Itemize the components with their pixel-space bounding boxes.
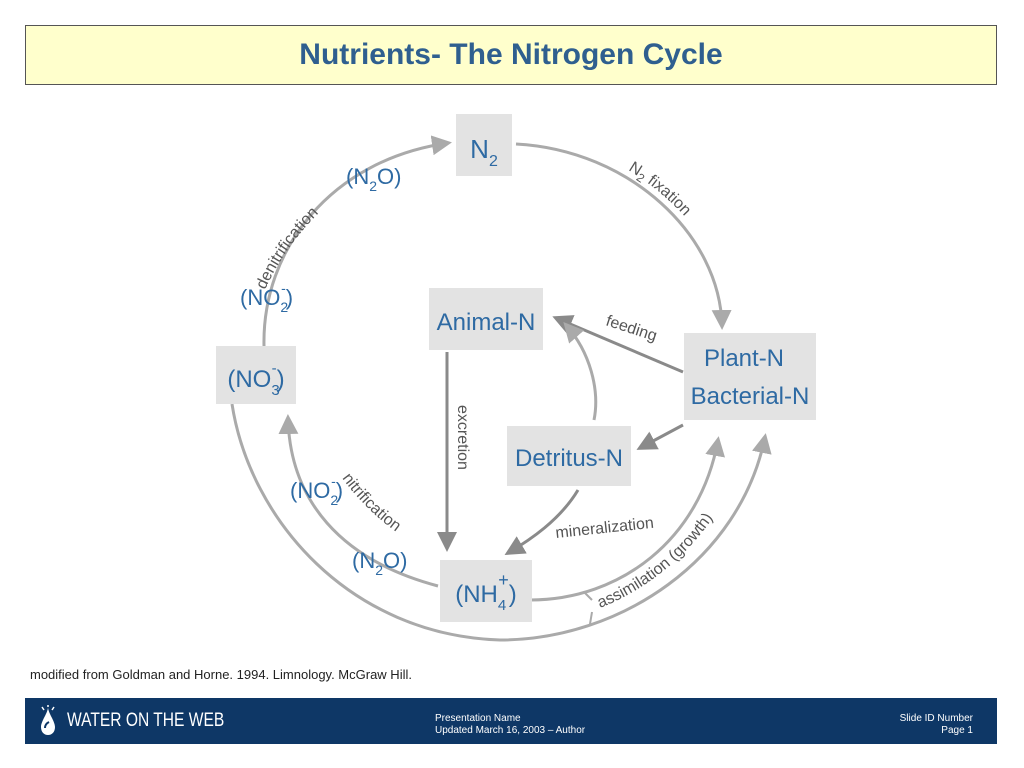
- source-caption: modified from Goldman and Horne. 1994. L…: [30, 667, 412, 682]
- footer-presentation-name: Presentation Name: [435, 713, 521, 724]
- node-animal-box: [429, 288, 543, 350]
- footer-bar: WATER ON THE WEB Presentation Name Updat…: [25, 698, 997, 744]
- label-excretion: excretion: [454, 405, 471, 470]
- arrow-plant-detritus: [636, 423, 684, 450]
- title-bar: Nutrients- The Nitrogen Cycle: [25, 25, 997, 85]
- node-nh4-label: (NH4+): [455, 570, 517, 614]
- footer-brand: WATER ON THE WEB: [67, 710, 225, 731]
- tick-mark: [589, 611, 593, 625]
- label-mineralization: mineralization: [555, 515, 655, 542]
- arrow-mineralization: [504, 489, 580, 556]
- footer-page: Page 1: [941, 725, 973, 736]
- arrow-nitrification: [278, 414, 439, 588]
- node-plant-label-2: Bacterial-N: [691, 383, 810, 410]
- node-detritus-label: Detritus-N: [515, 445, 623, 472]
- page-title: Nutrients- The Nitrogen Cycle: [299, 38, 723, 71]
- arrow-detritus-animal: [563, 322, 598, 421]
- label-nitrification: nitrification: [339, 470, 404, 535]
- node-n2-main: N: [470, 134, 489, 164]
- label-n2-fixation: N2 fixation: [626, 159, 694, 219]
- species-n2o-bottom: (N2O): [352, 548, 407, 578]
- node-n2-box: [456, 114, 512, 176]
- node-n2-label: N2: [470, 134, 498, 170]
- footer-updated: Updated March 16, 2003 – Author: [435, 725, 586, 736]
- node-n2-sub: 2: [489, 153, 498, 170]
- arrow-denitrification: [262, 135, 452, 347]
- node-plant-box: [684, 333, 816, 420]
- footer-slide-id: Slide ID Number: [899, 713, 973, 724]
- node-detritus-box: [507, 426, 631, 486]
- node-plant-label-1: Plant-N: [704, 345, 784, 372]
- water-drop-logo-icon: [41, 705, 55, 735]
- arrow-no3-loop: [230, 403, 772, 642]
- node-no3-box: [216, 346, 296, 404]
- species-no2-bottom: (NO2-): [290, 473, 343, 508]
- label-denitrification: denitrification: [253, 204, 321, 292]
- footer-presentation-info: Presentation Name Updated March 16, 2003…: [435, 713, 585, 737]
- label-feeding: feeding: [604, 313, 659, 345]
- species-n2o-top: (N2O): [346, 164, 401, 194]
- species-no2-left: (NO2-): [240, 280, 293, 315]
- arrow-n2-fixation: [515, 142, 732, 330]
- node-nh4-box: [440, 560, 532, 622]
- tick-mark: [583, 591, 593, 601]
- arrow-assimilation: [529, 436, 725, 602]
- node-animal-label: Animal-N: [437, 309, 536, 336]
- node-no3-label: (NO3-): [227, 360, 284, 399]
- footer-slide-info: Slide ID Number Page 1: [900, 713, 973, 737]
